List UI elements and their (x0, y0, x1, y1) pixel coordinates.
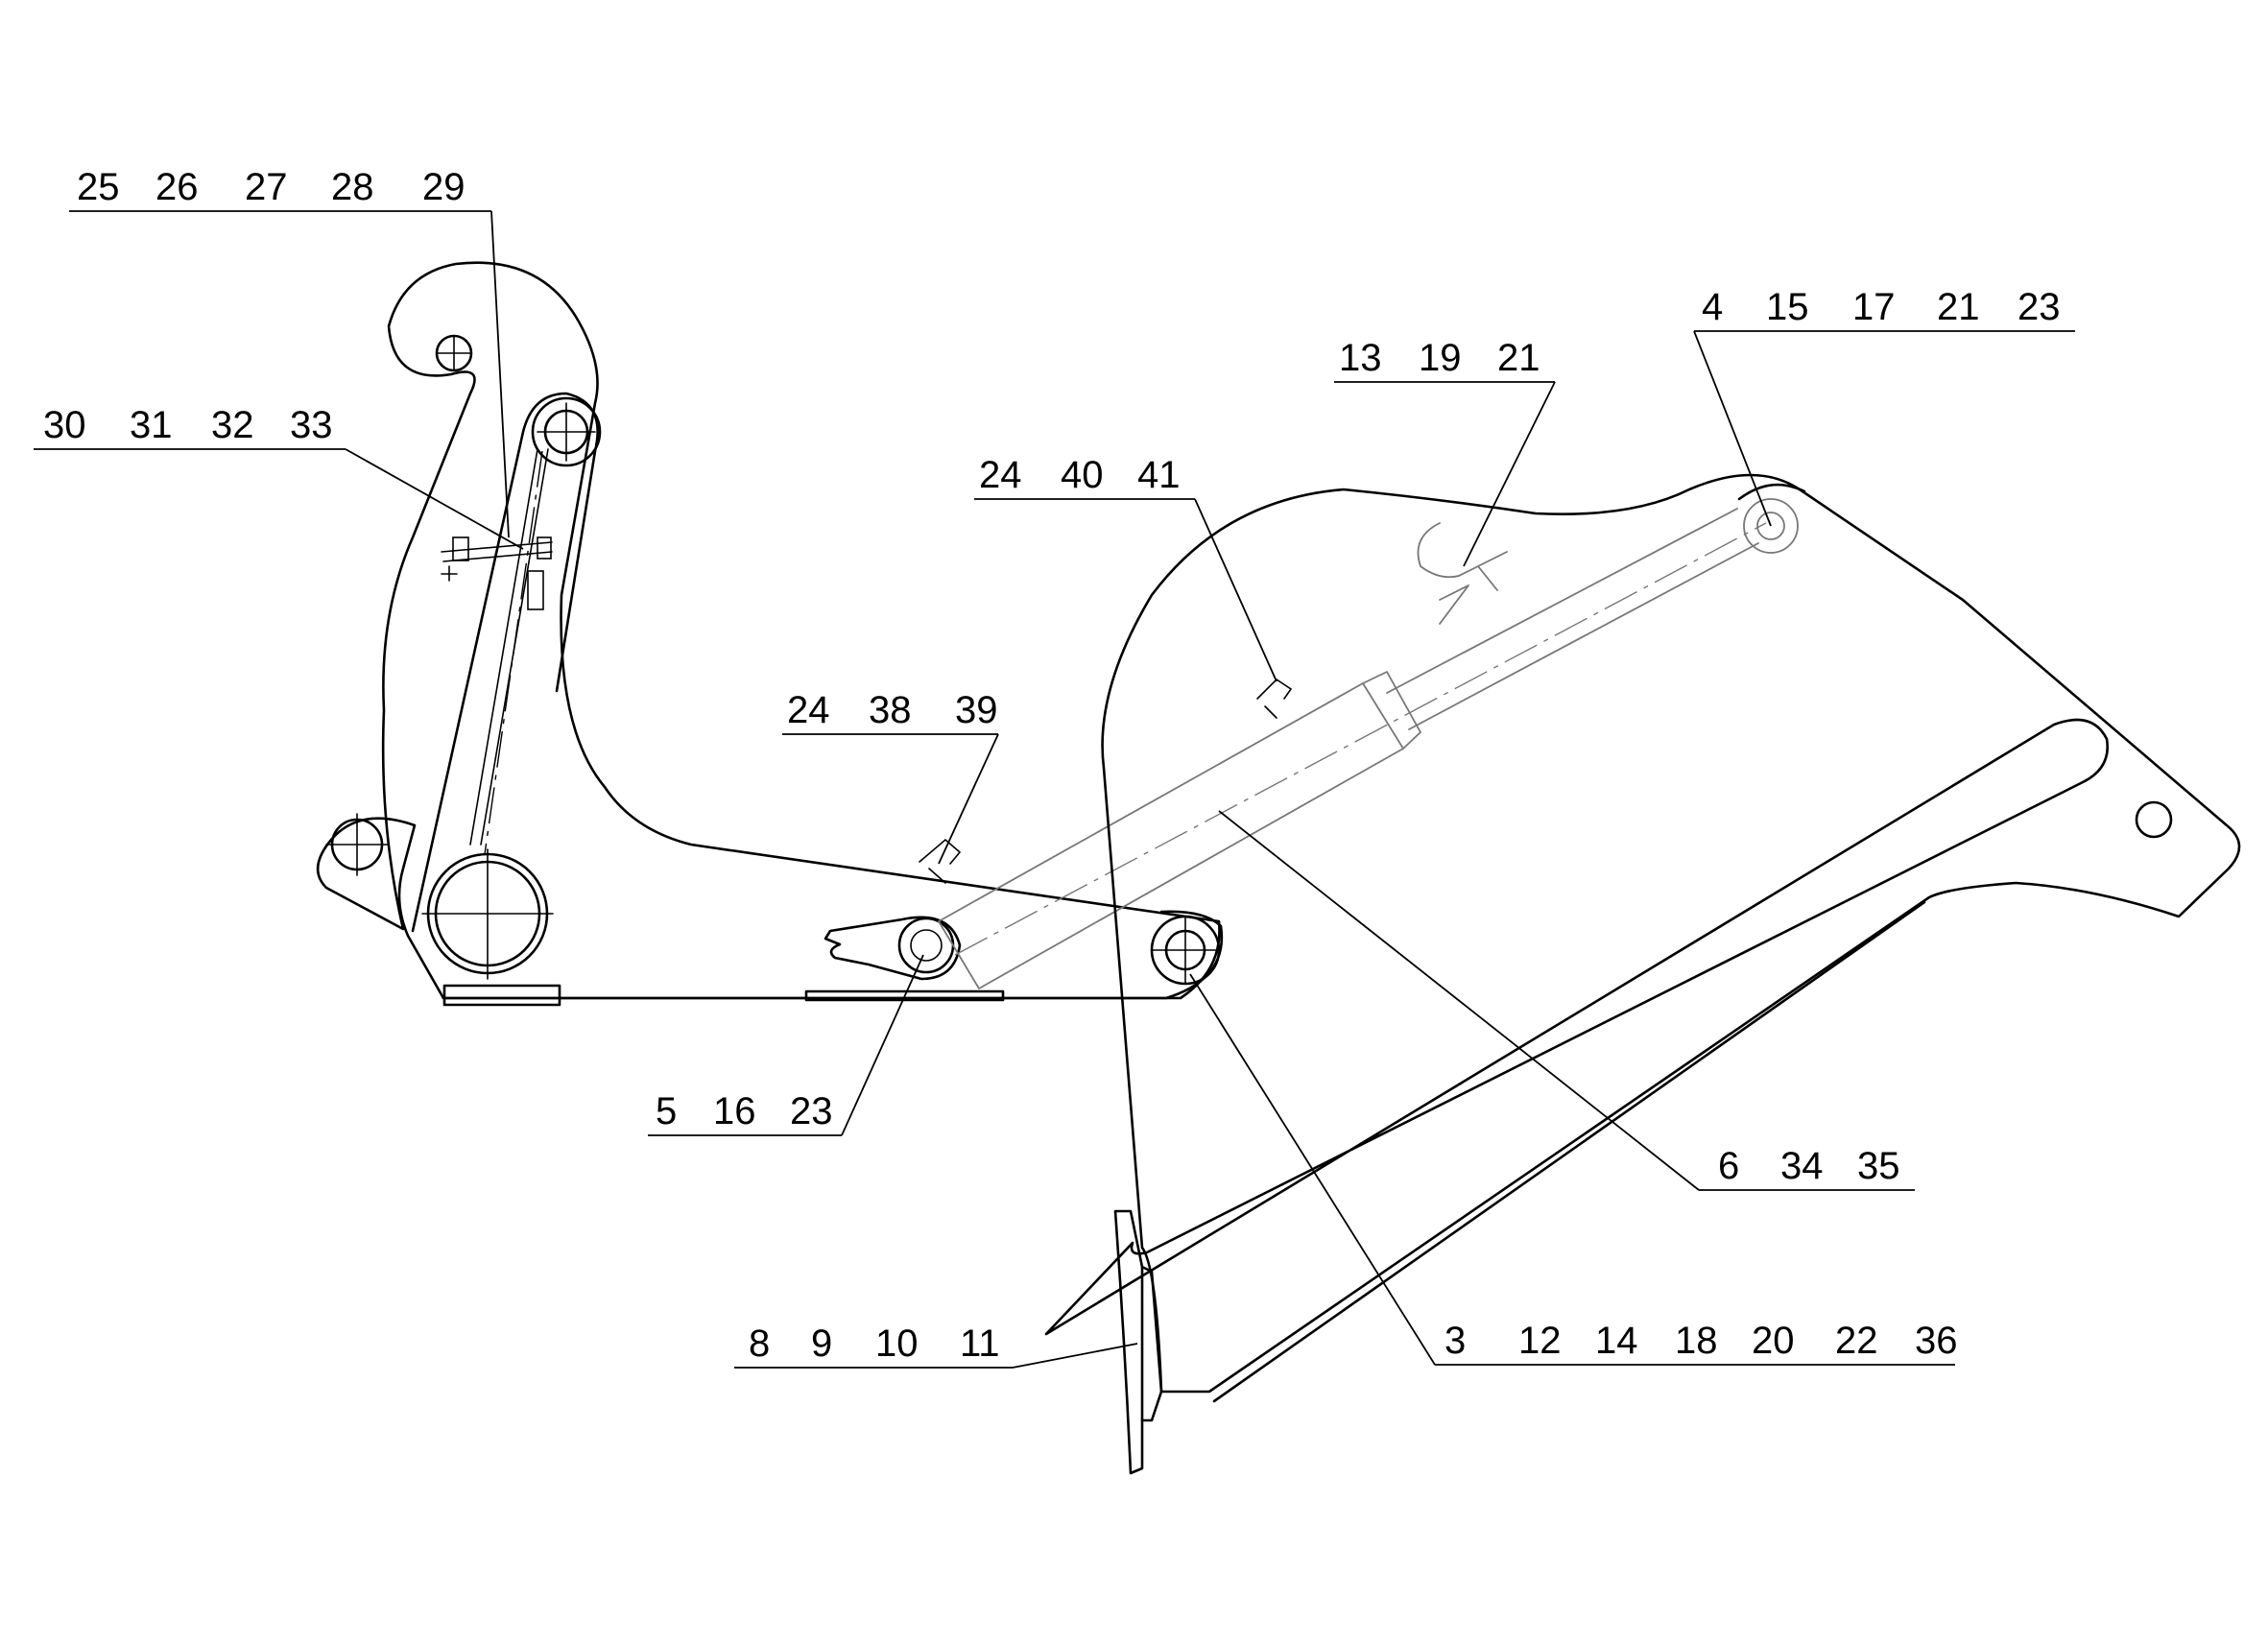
callout-number: 16 (713, 1090, 756, 1132)
bottom-link (824, 915, 1221, 986)
callout-number: 13 (1339, 337, 1382, 379)
callout-number: 3 (1444, 1320, 1466, 1362)
callout-number: 24 (979, 454, 1022, 496)
callout-number: 4 (1702, 286, 1723, 328)
callout-number: 35 (1857, 1145, 1900, 1187)
callout-tl-top: 25 26 27 28 29 (69, 166, 510, 538)
callout-number: 39 (955, 689, 998, 731)
callout-number: 25 (77, 166, 120, 208)
callout-number: 19 (1419, 337, 1462, 379)
callout-number: 6 (1718, 1145, 1739, 1187)
callout-number: 23 (2017, 286, 2061, 328)
callout-arm-top-a: 13 19 21 (1334, 337, 1556, 567)
callout-number: 29 (422, 166, 466, 208)
leader-line (345, 448, 524, 550)
callout-number: 41 (1137, 454, 1181, 496)
leader-line (1693, 330, 1772, 527)
callout-number: 10 (875, 1322, 919, 1365)
callout-number: 32 (211, 404, 254, 446)
left-frame (316, 261, 1224, 1007)
callout-number: 38 (869, 689, 912, 731)
boom-arm (1044, 473, 2241, 1475)
leader-line (490, 210, 510, 538)
callout-cyl-bottom: 24 38 39 (782, 689, 999, 865)
callout-number: 15 (1766, 286, 1809, 328)
callout-number: 30 (43, 404, 86, 446)
callout-number: 21 (1497, 337, 1540, 379)
leader-line (1012, 1343, 1138, 1369)
callout-number: 26 (155, 166, 199, 208)
callout-number: 11 (960, 1322, 1000, 1365)
callout-number: 28 (331, 166, 374, 208)
callout-number: 9 (811, 1322, 832, 1365)
callout-number: 31 (130, 404, 173, 446)
leader-line (1189, 973, 1436, 1366)
callout-number: 33 (290, 404, 333, 446)
callout-number: 36 (1915, 1320, 1958, 1362)
callout-number: 18 (1675, 1320, 1718, 1362)
hydraulic-cylinder (919, 498, 1799, 989)
leader-line (1218, 810, 1700, 1191)
callout-number: 21 (1937, 286, 1980, 328)
leader-line (841, 954, 924, 1136)
leader-line (1463, 381, 1556, 567)
callout-number: 23 (790, 1090, 833, 1132)
callout-number: 8 (749, 1322, 770, 1365)
callout-number: 22 (1835, 1320, 1878, 1362)
callout-number: 5 (656, 1090, 677, 1132)
callout-number: 40 (1061, 454, 1104, 496)
callout-arm-top-b: 4 15 17 21 23 (1693, 286, 2075, 527)
callout-cyl-top: 24 40 41 (974, 454, 1277, 682)
leader-line (1194, 498, 1277, 682)
callout-number: 27 (245, 166, 288, 208)
callout-number: 24 (787, 689, 830, 731)
callout-pin-right: 3 12 14 18 20 22 36 (1189, 973, 1958, 1366)
callout-tl-mid: 30 31 32 33 (34, 404, 524, 550)
leader-line (938, 733, 999, 865)
callout-number: 20 (1752, 1320, 1795, 1362)
callout-number: 17 (1852, 286, 1896, 328)
callout-pin-left: 5 16 23 (648, 954, 924, 1136)
callout-cyl-body: 6 34 35 (1218, 810, 1915, 1191)
callout-number: 34 (1780, 1145, 1824, 1187)
callout-number: 12 (1518, 1320, 1562, 1362)
callout-number: 14 (1595, 1320, 1638, 1362)
